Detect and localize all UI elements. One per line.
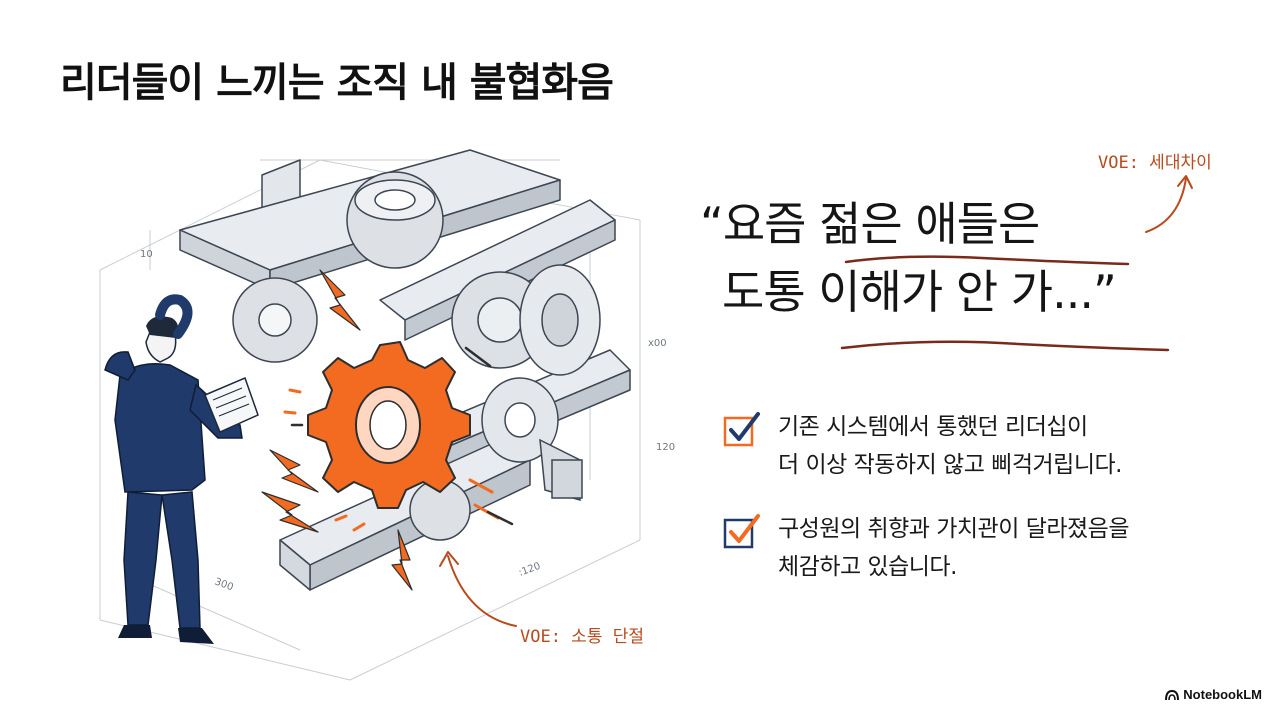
- lightning-icon: [261, 269, 413, 591]
- list-item: 기존 시스템에서 통했던 리더십이 더 이상 작동하지 않고 삐걱거립니다.: [722, 408, 1242, 484]
- dimension-label: 300: [213, 576, 235, 593]
- checklist-line: 기존 시스템에서 통했던 리더십이: [778, 414, 1088, 440]
- checklist-text: 구성원의 취향과 가치관이 달라졌음을 체감하고 있습니다.: [778, 510, 1130, 586]
- notebooklm-logo-icon: [1165, 689, 1180, 700]
- dimension-label: 120: [656, 442, 675, 453]
- slide-title: 리더들이 느끼는 조직 내 불협화음: [60, 60, 614, 106]
- notebooklm-brand: NotebookLM: [1165, 687, 1262, 702]
- machine-illustration: 148 10 x00 120 300 :120: [99, 149, 675, 681]
- dimension-label: 10: [140, 249, 153, 260]
- quote-line-1: “요즘 젊은 애들은: [700, 197, 1040, 251]
- voe-annotation-generation-gap: VOE: 세대차이: [1098, 153, 1212, 173]
- businessman-figure: [104, 294, 259, 644]
- arrow-icon: [439, 551, 517, 627]
- checklist-text: 기존 시스템에서 통했던 리더십이 더 이상 작동하지 않고 삐걱거립니다.: [778, 408, 1122, 484]
- gear-icon: [232, 171, 601, 541]
- broken-gear-icon: [307, 341, 471, 509]
- checklist-line: 체감하고 있습니다.: [778, 554, 957, 580]
- underline-stroke: [840, 340, 1170, 352]
- underline-stroke: [844, 255, 1130, 266]
- brand-label: NotebookLM: [1183, 687, 1262, 702]
- checkbox-icon: [723, 412, 760, 447]
- dimension-label: x00: [648, 338, 667, 349]
- leader-quote: “요즘 젊은 애들은 도통 이해가 안 가...”: [700, 190, 1220, 326]
- arrow-icon: [1145, 175, 1193, 233]
- list-item: 구성원의 취향과 가치관이 달라졌음을 체감하고 있습니다.: [722, 510, 1242, 586]
- checklist: 기존 시스템에서 통했던 리더십이 더 이상 작동하지 않고 삐걱거립니다. 구…: [722, 408, 1242, 612]
- quote-line-2: 도통 이해가 안 가...”: [722, 265, 1117, 319]
- dimension-label: :120: [517, 561, 542, 579]
- voe-annotation-communication-gap: VOE: 소통 단절: [520, 627, 644, 647]
- checklist-line: 구성원의 취향과 가치관이 달라졌음을: [778, 516, 1130, 542]
- checkbox-icon: [723, 514, 760, 549]
- checklist-line: 더 이상 작동하지 않고 삐걱거립니다.: [778, 452, 1122, 478]
